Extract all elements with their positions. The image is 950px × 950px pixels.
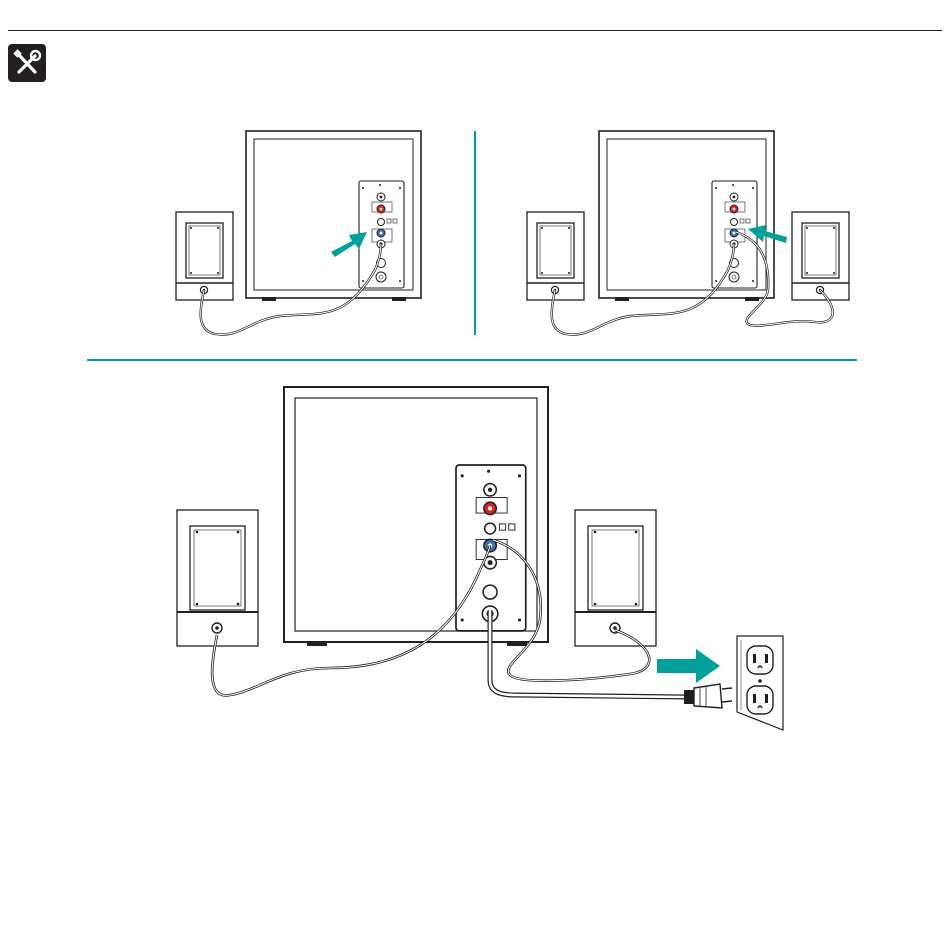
step-plug-into-wall-outlet bbox=[177, 387, 783, 730]
satellite-speaker-icon bbox=[575, 510, 656, 646]
step-connect-right-satellite bbox=[527, 131, 849, 335]
power-plug-icon bbox=[684, 684, 732, 708]
teal-arrow-icon bbox=[657, 649, 720, 683]
wall-outlet-icon bbox=[737, 636, 783, 730]
satellite-speaker-icon bbox=[176, 212, 233, 300]
subwoofer-icon bbox=[246, 131, 421, 301]
satellite-speaker-icon bbox=[527, 212, 584, 300]
satellite-speaker-icon bbox=[792, 212, 849, 300]
subwoofer-icon bbox=[599, 131, 774, 301]
step-connect-left-satellite bbox=[176, 131, 421, 335]
subwoofer-icon bbox=[284, 387, 548, 646]
satellite-speaker-icon bbox=[177, 510, 258, 646]
